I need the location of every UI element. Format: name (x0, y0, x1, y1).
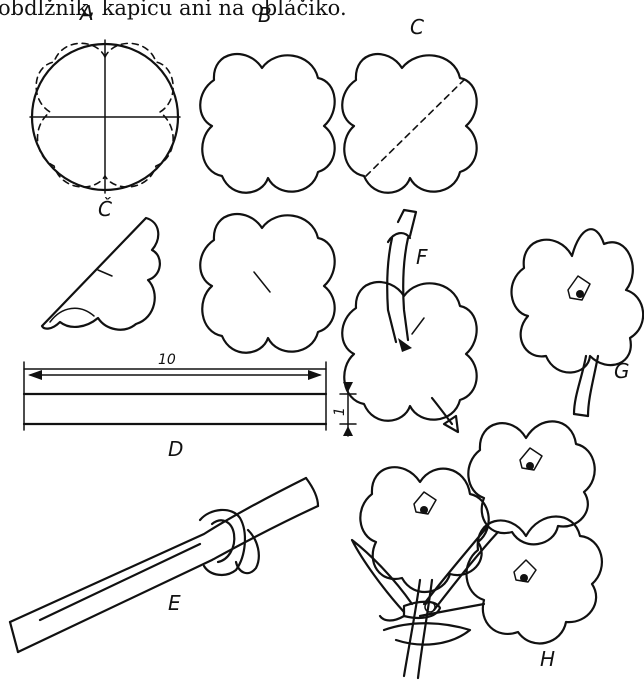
label-b: B (258, 3, 272, 27)
label-c: C (410, 15, 424, 39)
step-g-finished-flower (512, 229, 644, 416)
dimension-length: 10 (158, 352, 176, 368)
step-b-flower-shape (200, 54, 334, 193)
dimension-width: 1 (332, 407, 348, 416)
label-g: G (614, 359, 630, 383)
label-c-caron: Č (98, 197, 112, 221)
step-c-caron-folded-half (42, 218, 160, 330)
step-a-circle-template (30, 40, 180, 193)
step-c-caron-unfolded-shape (200, 214, 334, 353)
step-c-fold-line (342, 54, 476, 193)
step-f-threaded-flower (342, 210, 476, 432)
label-e: E (168, 591, 181, 615)
step-h-bouquet (352, 421, 602, 678)
caption-text: obdĺžnik, kapicu ani na obláčiko. (0, 0, 347, 20)
label-h: H (540, 647, 555, 671)
label-a: A (78, 1, 94, 25)
step-d-ribbon-strip (24, 362, 356, 436)
step-e-stem-knot (10, 478, 318, 652)
label-f: F (416, 245, 428, 269)
label-d: D (168, 437, 183, 461)
